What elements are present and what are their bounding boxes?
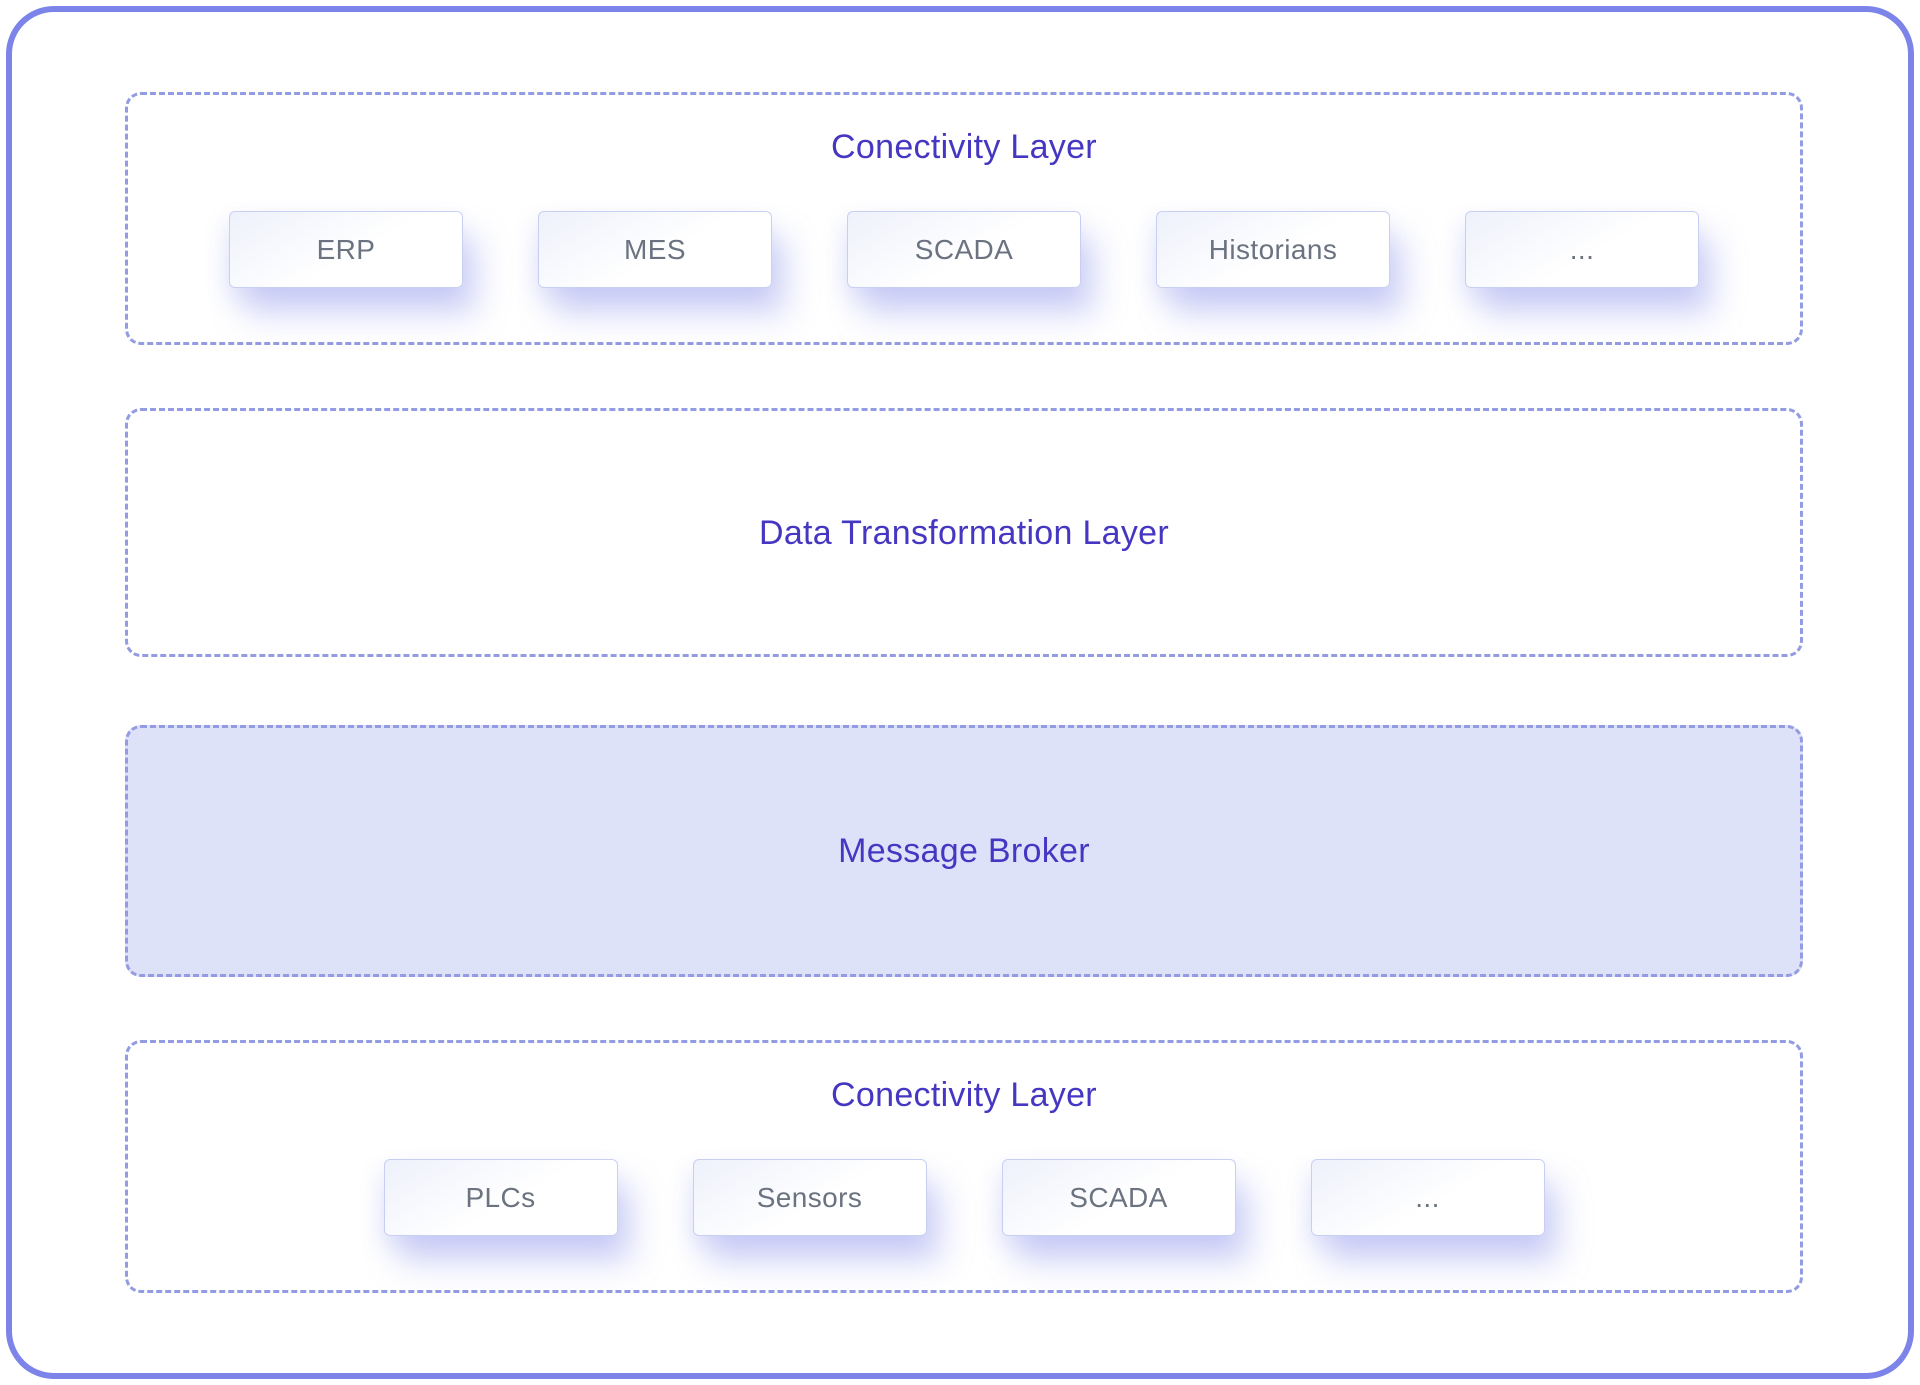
connectivity-layer-top: Conectivity Layer ERP MES SCADA Historians.… — [125, 92, 1803, 345]
connectivity-layer-bottom-boxes: PLCs Sensors SCADA... — [128, 1159, 1800, 1236]
component-box: Sensors — [692, 1159, 927, 1236]
component-box: PLCs — [383, 1159, 618, 1236]
message-broker-title: Message Broker — [838, 832, 1090, 870]
component-box: MES — [538, 211, 772, 288]
data-transformation-layer-title: Data Transformation Layer — [758, 513, 1170, 552]
data-transformation-layer: Data Transformation Layer — [125, 408, 1803, 657]
connectivity-layer-bottom-title: Conectivity Layer — [831, 1076, 1097, 1114]
connectivity-layer-bottom: Conectivity Layer PLCs Sensors SCADA... — [125, 1040, 1803, 1293]
component-box: ... — [1465, 211, 1699, 288]
message-broker-layer: Message Broker — [125, 725, 1803, 977]
connectivity-layer-top-title: Conectivity Layer — [831, 128, 1097, 166]
connectivity-layer-top-boxes: ERP MES SCADA Historians... — [128, 211, 1800, 288]
component-box: ... — [1310, 1159, 1545, 1236]
component-box: SCADA — [847, 211, 1081, 288]
component-box: ERP — [229, 211, 463, 288]
component-box: Historians — [1156, 211, 1390, 288]
component-box: SCADA — [1001, 1159, 1236, 1236]
diagram-outer-frame: Conectivity Layer ERP MES SCADA Historians.… — [6, 6, 1914, 1379]
